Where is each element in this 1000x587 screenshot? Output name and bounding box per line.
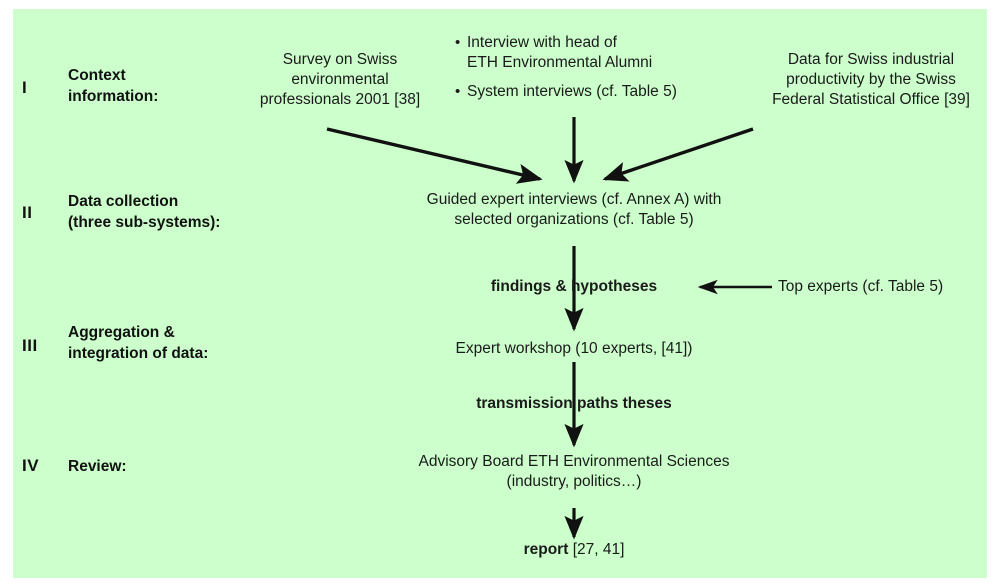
- source-interview-bullets: • Interview with head of ETH Environment…: [455, 33, 755, 111]
- diagram-background-panel: [13, 9, 987, 578]
- bullet-item-system-interviews: • System interviews (cf. Table 5): [455, 83, 677, 101]
- node-findings-hypotheses: findings & hypotheses: [490, 278, 658, 295]
- report-references: [27, 41]: [568, 541, 625, 558]
- node-top-experts: Top experts (cf. Table 5): [778, 278, 944, 295]
- stage-label-data-collection: Data collection (three sub-systems):: [68, 193, 221, 231]
- stage-label-review: Review:: [68, 458, 127, 475]
- node-expert-workshop: Expert workshop (10 experts, [41]): [455, 340, 693, 357]
- node-guided-expert-interviews: Guided expert interviews (cf. Annex A) w…: [426, 191, 722, 229]
- source-survey-swiss-professionals: Survey on Swiss environmental profession…: [259, 51, 421, 109]
- stage-numeral-iv: IV: [22, 456, 40, 475]
- stage-label-aggregation: Aggregation & integration of data:: [68, 324, 209, 362]
- bullet-item-interview-eth-alumni: • Interview with head of ETH Environment…: [455, 34, 653, 72]
- bullet-dot-icon: •: [455, 34, 461, 51]
- node-transmission-paths-theses: transmission paths theses: [476, 395, 672, 412]
- stage-numeral-i: I: [22, 78, 28, 97]
- bullet-dot-icon: •: [455, 83, 461, 101]
- report-label: report: [523, 541, 569, 558]
- node-report: report [27, 41]: [454, 540, 694, 560]
- node-advisory-board: Advisory Board ETH Environmental Science…: [418, 453, 730, 491]
- source-swiss-federal-statistical-office: Data for Swiss industrial productivity b…: [772, 51, 970, 109]
- stage-numeral-ii: II: [22, 203, 33, 222]
- stage-numeral-iii: III: [22, 336, 38, 355]
- stage-label-context-information: Context information:: [68, 67, 159, 105]
